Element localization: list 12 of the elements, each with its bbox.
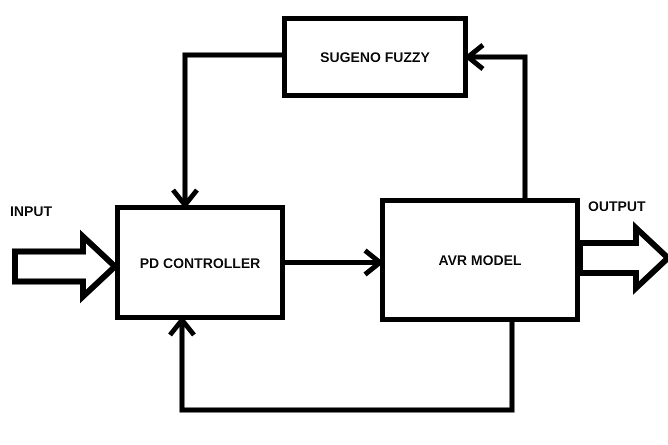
arrow	[168, 318, 514, 412]
box-label: SUGENO FUZZY	[320, 49, 430, 65]
process-box	[115, 205, 285, 320]
block-arrow	[577, 221, 668, 295]
signal-label: INPUT	[10, 203, 52, 219]
box-label: PD CONTROLLER	[140, 254, 260, 270]
arrow	[285, 248, 382, 277]
process-box	[282, 16, 468, 98]
process-box	[380, 198, 580, 322]
signal-label: OUTPUT	[588, 198, 646, 214]
box-label: AVR MODEL	[438, 252, 522, 268]
arrow	[170, 52, 282, 208]
